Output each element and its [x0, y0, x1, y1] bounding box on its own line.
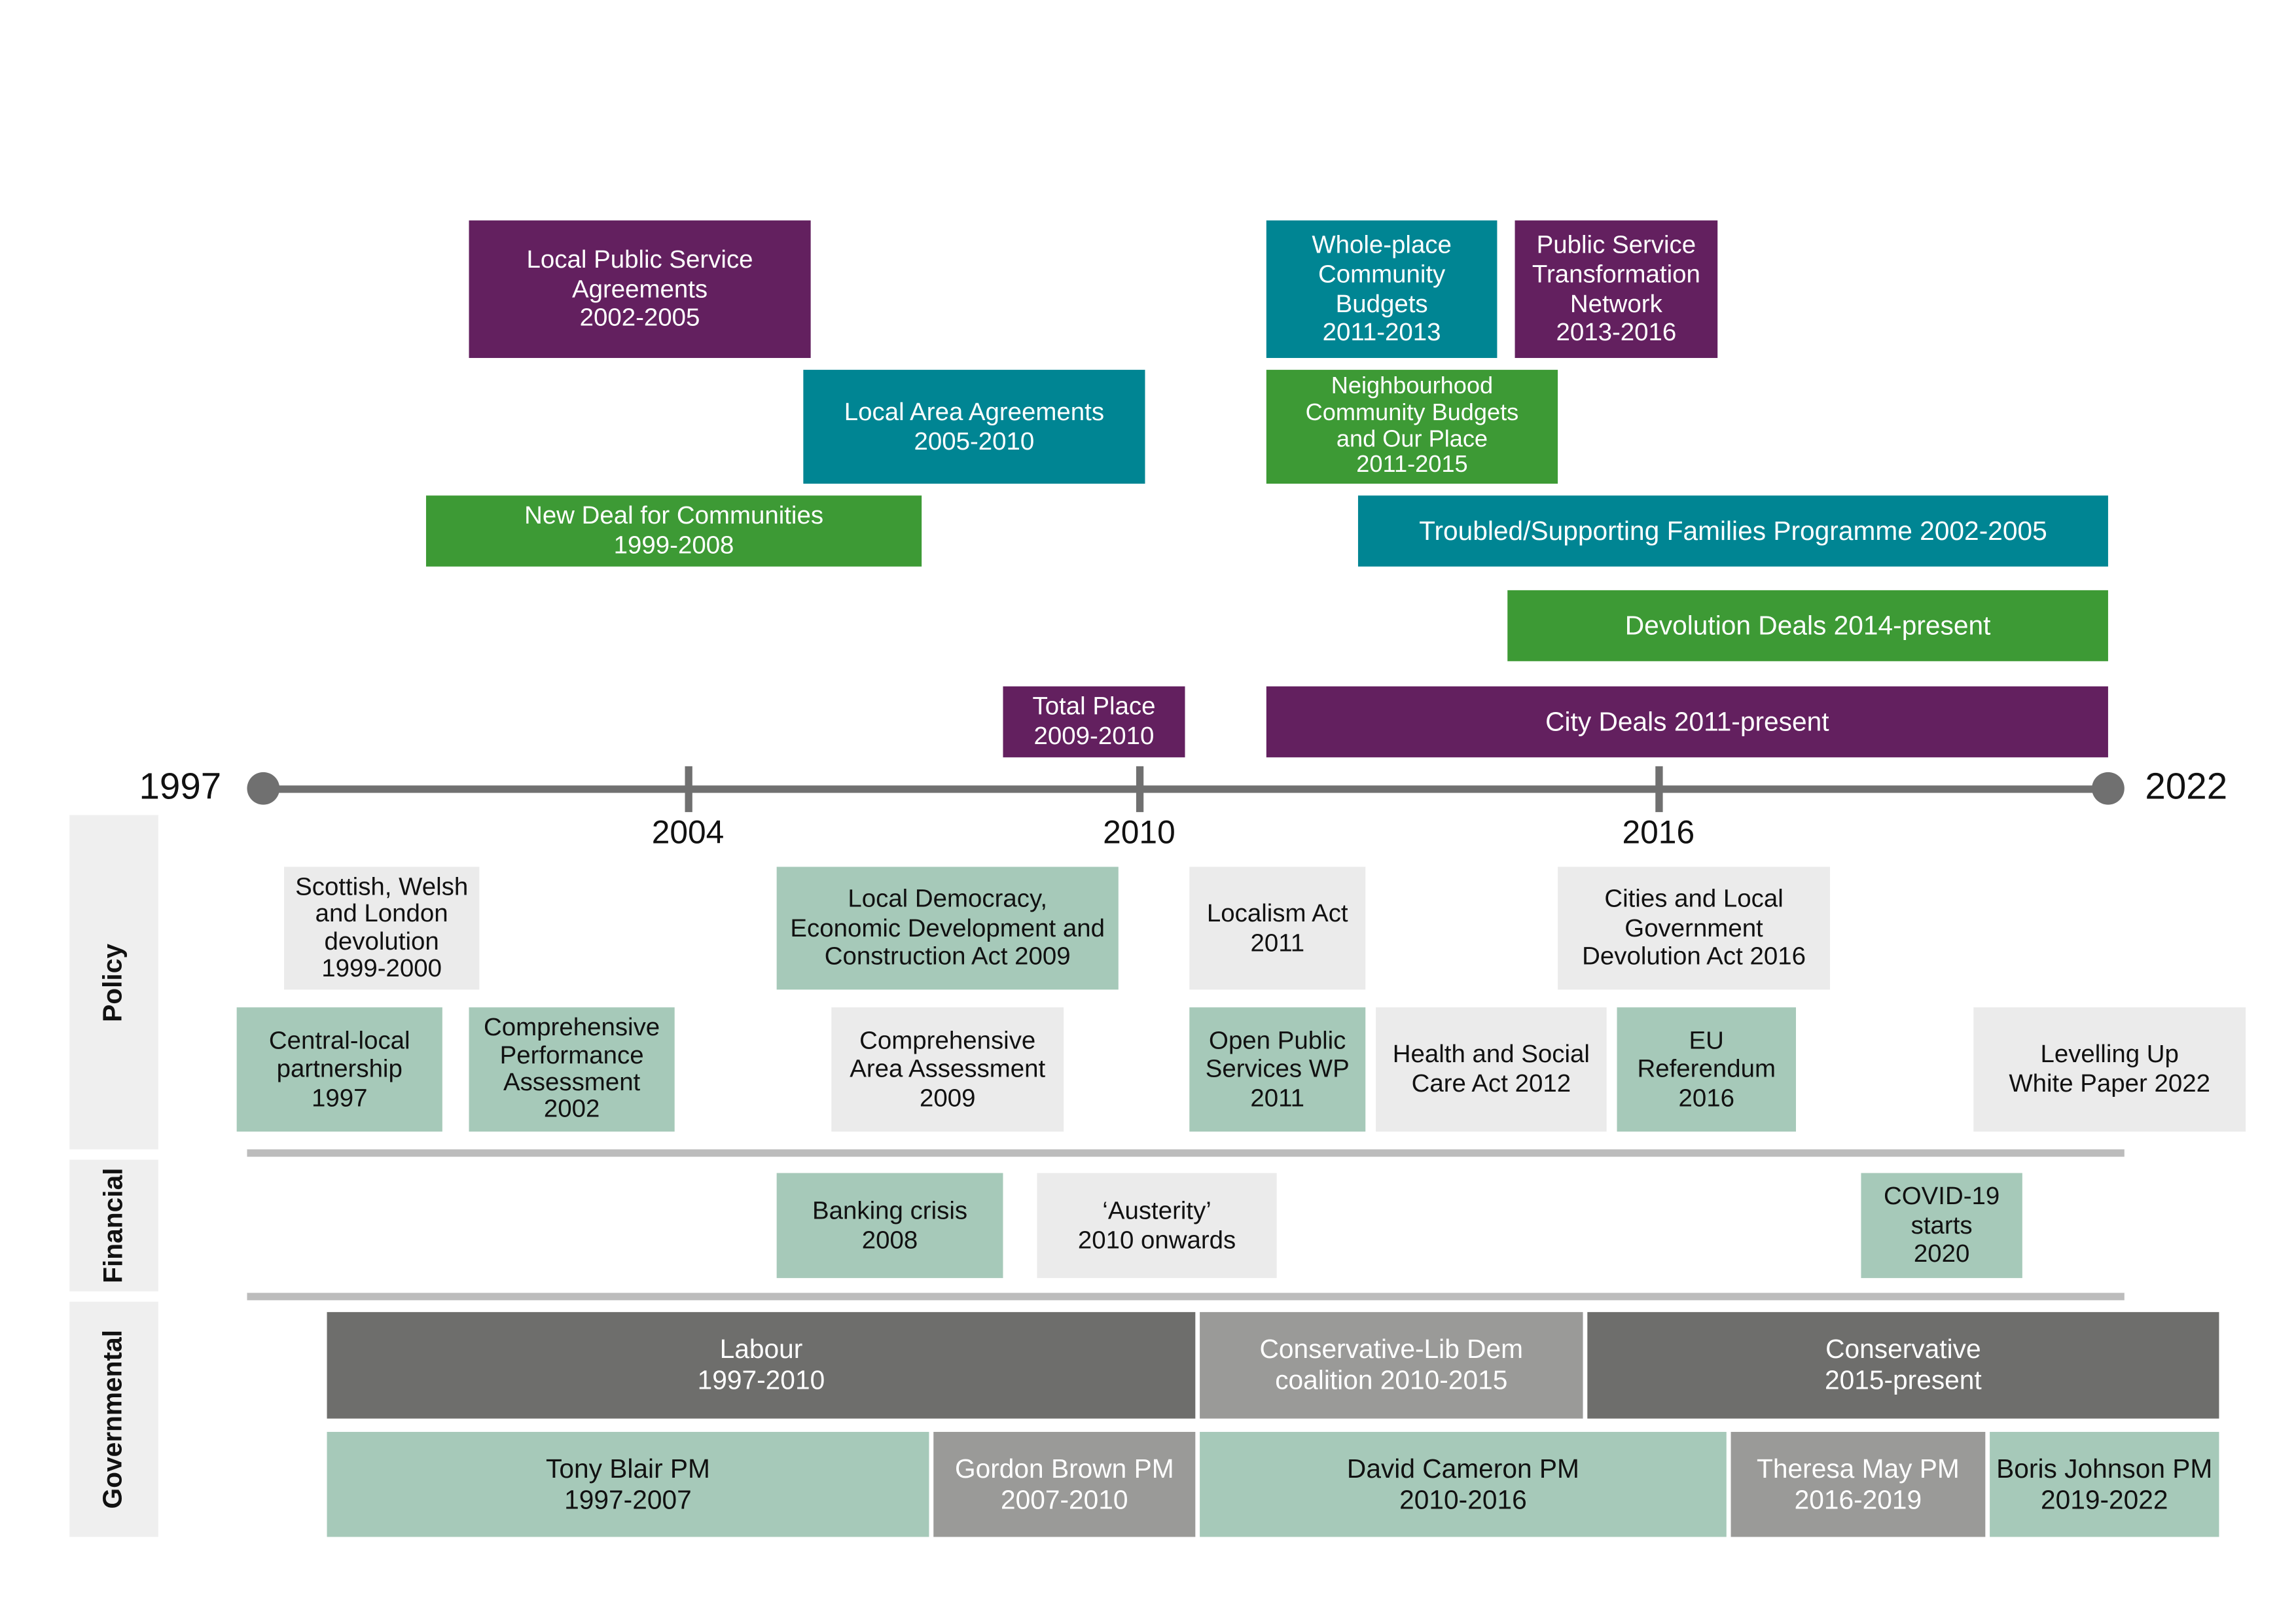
policy-box: Localism Act 2011 — [1189, 866, 1366, 990]
programme-box: Whole-place Community Budgets 2011-2013 — [1266, 220, 1498, 358]
programme-box: Local Public Service Agreements 2002-200… — [469, 220, 811, 358]
tick-2010 — [1136, 766, 1144, 812]
timeline-end-dot — [2092, 772, 2125, 805]
timeline-start-label: 1997 — [139, 766, 222, 808]
government-box: Conservative 2015-present — [1587, 1311, 2219, 1419]
prime-minister-box: Gordon Brown PM 2007-2010 — [933, 1431, 1196, 1537]
policy-box: Central-local partnership 1997 — [236, 1007, 442, 1132]
policy-box: Cities and Local Government Devolution A… — [1558, 866, 1830, 990]
programme-box: City Deals 2011-present — [1266, 686, 2108, 758]
programme-box: Devolution Deals 2014-present — [1507, 590, 2108, 662]
policy-box: Health and Social Care Act 2012 — [1376, 1007, 1607, 1132]
category-label-text: Policy — [98, 942, 128, 1022]
financial-box: Banking crisis 2008 — [776, 1173, 1003, 1278]
timeline-axis — [263, 785, 2108, 793]
row-separator — [247, 1149, 2125, 1157]
policy-box: Levelling Up White Paper 2022 — [1973, 1007, 2246, 1132]
programme-box: Public Service Transformation Network 20… — [1515, 220, 1718, 358]
tick-2004 — [685, 766, 692, 812]
category-label-text: Governmental — [98, 1329, 128, 1509]
category-label-policy: Policy — [69, 815, 158, 1150]
policy-box: Scottish, Welsh and London devolution 19… — [283, 866, 480, 990]
tick-label-2016: 2016 — [1622, 813, 1695, 851]
policy-box: Open Public Services WP 2011 — [1189, 1007, 1366, 1132]
tick-label-2004: 2004 — [651, 813, 725, 851]
row-separator — [247, 1293, 2125, 1300]
category-label-governmental: Governmental — [69, 1302, 158, 1537]
prime-minister-box: David Cameron PM 2010-2016 — [1200, 1431, 1727, 1537]
timeline-start-dot — [247, 772, 280, 805]
category-label-text: Financial — [98, 1168, 128, 1283]
programme-box: New Deal for Communities 1999-2008 — [425, 495, 922, 567]
programme-box: Neighbourhood Community Budgets and Our … — [1266, 370, 1558, 484]
tick-2016 — [1655, 766, 1663, 812]
prime-minister-box: Theresa May PM 2016-2019 — [1731, 1431, 1986, 1537]
policy-box: Comprehensive Area Assessment 2009 — [831, 1007, 1064, 1132]
financial-box: COVID-19 starts 2020 — [1861, 1173, 2022, 1278]
programme-box: Total Place 2009-2010 — [1003, 686, 1185, 758]
prime-minister-box: Tony Blair PM 1997-2007 — [327, 1431, 929, 1537]
policy-box: EU Referendum 2016 — [1617, 1007, 1797, 1132]
government-box: Conservative-Lib Dem coalition 2010-2015 — [1200, 1311, 1583, 1419]
programme-box: Local Area Agreements 2005-2010 — [803, 370, 1145, 484]
government-box: Labour 1997-2010 — [327, 1311, 1196, 1419]
category-label-financial: Financial — [69, 1160, 158, 1292]
prime-minister-box: Boris Johnson PM 2019-2022 — [1990, 1431, 2219, 1537]
financial-box: ‘Austerity’ 2010 onwards — [1037, 1173, 1277, 1278]
programme-box: Troubled/Supporting Families Programme 2… — [1357, 495, 2108, 567]
timeline-end-label: 2022 — [2145, 766, 2228, 808]
tick-label-2010: 2010 — [1103, 813, 1175, 851]
policy-box: Local Democracy, Economic Development an… — [776, 866, 1119, 990]
policy-box: Comprehensive Performance Assessment 200… — [469, 1007, 675, 1132]
